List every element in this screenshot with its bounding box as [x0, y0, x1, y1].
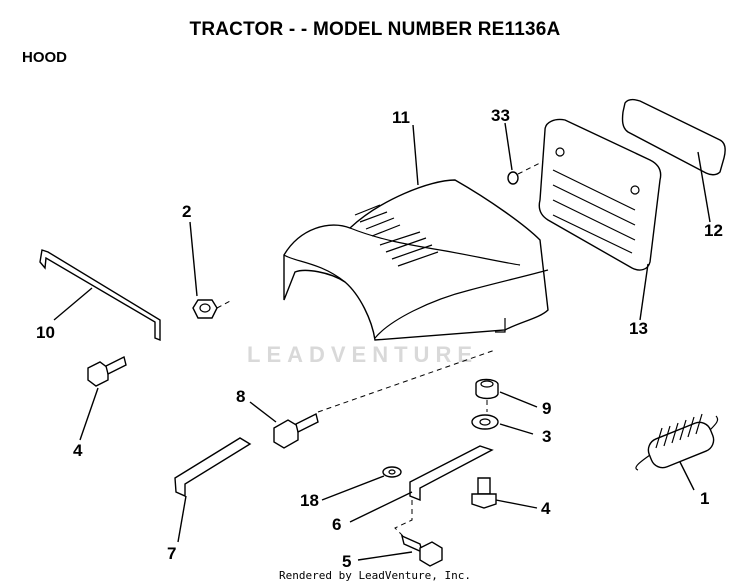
callout-4-left: 4	[73, 441, 83, 460]
callout-6: 6	[332, 515, 342, 534]
grille	[538, 118, 662, 271]
bolt-part-4-left	[87, 355, 127, 387]
emblem-bar	[621, 98, 726, 176]
bracket-part-6	[409, 445, 494, 502]
watermark: LEADVENTURE	[247, 342, 479, 367]
washer-part-18	[382, 466, 402, 478]
hood-shell	[283, 179, 549, 341]
bolt-part-5	[400, 534, 443, 567]
nut-part-2	[192, 299, 218, 319]
callout-2: 2	[182, 202, 192, 221]
bolt-part-4-right	[471, 477, 497, 509]
bolt-part-8	[273, 412, 319, 449]
spring-part-1	[635, 413, 719, 471]
callout-5: 5	[342, 552, 352, 571]
hood-rod	[39, 249, 161, 342]
callout-3: 3	[542, 427, 552, 446]
callout-4-right: 4	[541, 499, 551, 518]
footer-credit: Rendered by LeadVenture, Inc.	[278, 569, 472, 582]
callout-9: 9	[542, 399, 552, 418]
bracket-part-7	[174, 437, 252, 498]
callout-1: 1	[700, 489, 710, 508]
callout-10: 10	[36, 323, 55, 342]
section-label: HOOD	[22, 49, 67, 66]
callout-8: 8	[236, 387, 246, 406]
leader-lines	[53, 122, 711, 561]
callout-13: 13	[629, 319, 648, 338]
callout-12: 12	[704, 221, 723, 240]
nut-part-9	[475, 378, 499, 400]
page-title: TRACTOR - - MODEL NUMBER RE1136A	[189, 19, 561, 40]
callout-7: 7	[167, 544, 177, 563]
callout-18: 18	[300, 491, 319, 510]
washer-part-3	[471, 414, 499, 430]
hood-vents	[354, 204, 439, 267]
callout-33: 33	[491, 106, 510, 125]
callout-11: 11	[392, 108, 410, 127]
plug-part-33	[507, 171, 519, 185]
